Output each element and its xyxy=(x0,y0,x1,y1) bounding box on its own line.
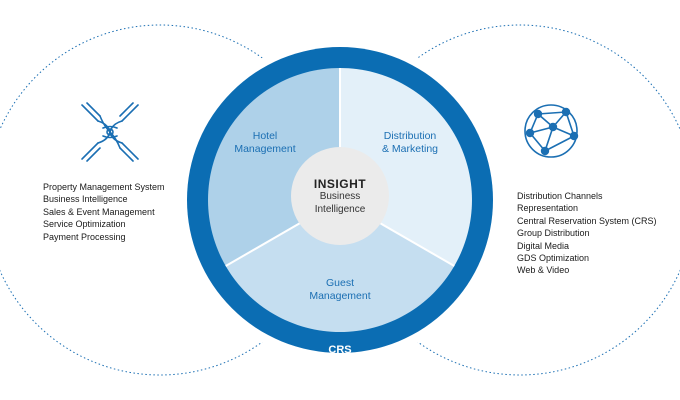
center-circle xyxy=(291,147,389,245)
insight-title: INSIGHT xyxy=(313,177,367,191)
center-label: INSIGHT Business Intelligence xyxy=(292,177,388,216)
distribution-label-line2: & Marketing xyxy=(381,143,439,155)
list-item: Payment Processing xyxy=(43,231,126,242)
guest-label-line2: Management xyxy=(309,290,371,302)
list-item: Property Management System xyxy=(43,182,165,192)
hotel-management-label: Hotel Management xyxy=(225,130,305,156)
list-item: Business Intelligence xyxy=(43,194,128,205)
hands-teamwork-icon xyxy=(81,102,139,162)
list-item: Group Distribution xyxy=(517,228,590,239)
network-globe-icon xyxy=(524,104,579,158)
hotel-label-line2: Management xyxy=(234,143,296,155)
crs-label: CRS xyxy=(328,344,352,356)
list-item: Central Reservation System (CRS) xyxy=(517,215,657,226)
center-line2: Intelligence xyxy=(314,203,366,215)
distribution-label-line1: Distribution xyxy=(383,130,437,142)
center-line1: Business xyxy=(319,191,361,202)
guest-label-line1: Guest xyxy=(325,277,354,289)
list-item: Distribution Channels xyxy=(517,191,603,201)
list-item: GDS Optimization xyxy=(517,253,590,264)
guest-management-segment xyxy=(225,200,455,332)
list-item: Web & Video xyxy=(517,265,570,276)
distribution-marketing-label: Distribution & Marketing xyxy=(360,130,460,156)
hotel-label-line1: Hotel xyxy=(252,130,278,142)
list-item: Sales & Event Management xyxy=(43,206,155,217)
left-service-list: Property Management System Business Inte… xyxy=(43,181,165,243)
right-dotted-circle xyxy=(344,24,680,376)
right-service-list: Distribution Channels Representation Cen… xyxy=(517,190,657,277)
guest-management-label: Guest Management xyxy=(290,277,390,303)
list-item: Digital Media xyxy=(517,240,570,251)
list-item: Representation xyxy=(517,203,579,214)
list-item: Service Optimization xyxy=(43,219,126,230)
